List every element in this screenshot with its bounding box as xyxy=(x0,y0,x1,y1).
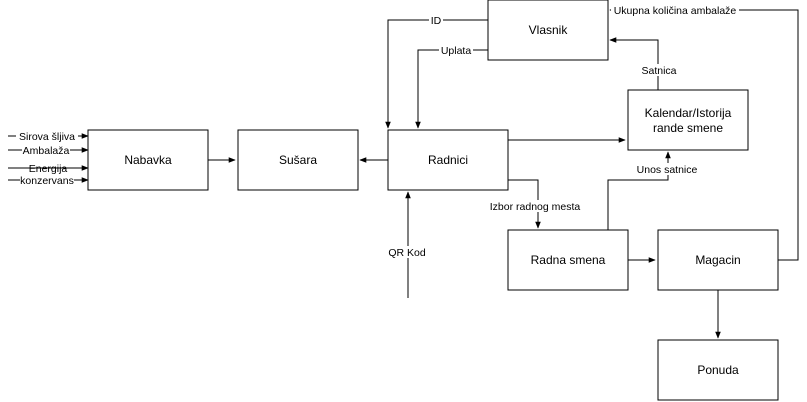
node-radnici: Radnici xyxy=(387,129,509,191)
edge-label-qr-kod: QR Kod xyxy=(388,247,426,259)
node-ponuda: Ponuda xyxy=(657,339,779,401)
node-radna-smena: Radna smena xyxy=(507,229,629,291)
node-nabavka-label: Nabavka xyxy=(124,153,172,167)
node-kalendar-label-line1: Kalendar/Istorija xyxy=(645,106,732,120)
node-radnici-label: Radnici xyxy=(428,153,468,167)
edge-label-energija: Energija xyxy=(29,163,68,175)
edge-label-konzervans: konzervans xyxy=(20,175,74,187)
node-vlasnik-label: Vlasnik xyxy=(529,23,569,37)
edge-label-ukupna: Ukupna količina ambalaže xyxy=(614,5,737,17)
edge-label-unos-satnice: Unos satnice xyxy=(637,164,698,176)
node-kalendar: Kalendar/Istorija rande smene xyxy=(627,89,749,151)
edge-label-satnica: Satnica xyxy=(641,65,676,77)
node-nabavka: Nabavka xyxy=(87,129,209,191)
edge-label-id: ID xyxy=(431,15,442,27)
edge-label-ambalaza: Ambalaža xyxy=(23,145,70,157)
edge-label-uplata: Uplata xyxy=(441,45,472,57)
node-susara: Sušara xyxy=(237,129,359,191)
edge-label-izbor: Izbor radnog mesta xyxy=(490,201,581,213)
node-susara-label: Sušara xyxy=(279,153,317,167)
edge-label-sirova-sljiva: Sirova šljiva xyxy=(19,131,75,143)
node-magacin-label: Magacin xyxy=(695,253,740,267)
node-radna-smena-label: Radna smena xyxy=(531,253,606,267)
node-kalendar-label-line2: rande smene xyxy=(653,121,723,135)
node-ponuda-label: Ponuda xyxy=(697,363,739,377)
node-vlasnik: Vlasnik xyxy=(487,0,609,61)
edge-uplata xyxy=(415,49,488,129)
edge-id xyxy=(385,19,488,129)
node-magacin: Magacin xyxy=(657,229,779,291)
